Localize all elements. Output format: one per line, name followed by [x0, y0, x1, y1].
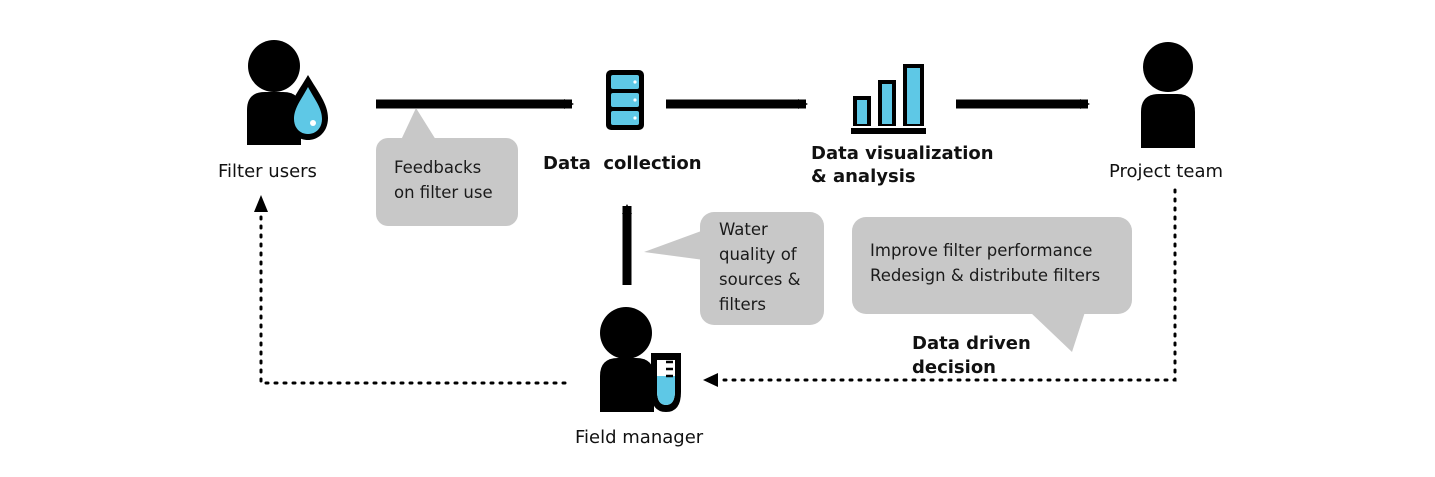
- test-tube-icon: [651, 353, 681, 412]
- dotted-path-manager-to-users: [259, 208, 567, 385]
- field-manager-label: Field manager: [575, 427, 704, 448]
- arrowhead-to-users: [254, 195, 268, 212]
- bubble-feedbacks-text: Feedbacks on filter use: [394, 158, 493, 202]
- bubble-improve-shape: [852, 217, 1132, 352]
- bar-chart-icon: [851, 64, 926, 134]
- data-visualization-label: Data visualization & analysis: [811, 143, 994, 187]
- filter-users-label: Filter users: [218, 161, 317, 182]
- project-team-label: Project team: [1109, 161, 1224, 182]
- data-collection-label: Data collection: [543, 153, 702, 174]
- dotted-path-team-to-manager: [716, 188, 1177, 382]
- bubble-improve-text: Improve filter performance Redesign & di…: [870, 241, 1101, 285]
- bubble-water-quality-text: Water quality of sources & filters: [719, 220, 801, 314]
- data-driven-decision-label: Data driven decision: [912, 333, 1031, 378]
- bubble-water-quality-shape: [644, 212, 824, 325]
- filter-user-person-icon: [247, 40, 301, 145]
- bubble-feedbacks-shape: [376, 108, 518, 226]
- field-manager-person-icon: [600, 307, 654, 412]
- arrowhead-to-manager: [703, 373, 718, 387]
- database-icon: [606, 70, 644, 130]
- project-team-person-icon: [1141, 42, 1195, 148]
- water-drop-icon: [288, 75, 328, 140]
